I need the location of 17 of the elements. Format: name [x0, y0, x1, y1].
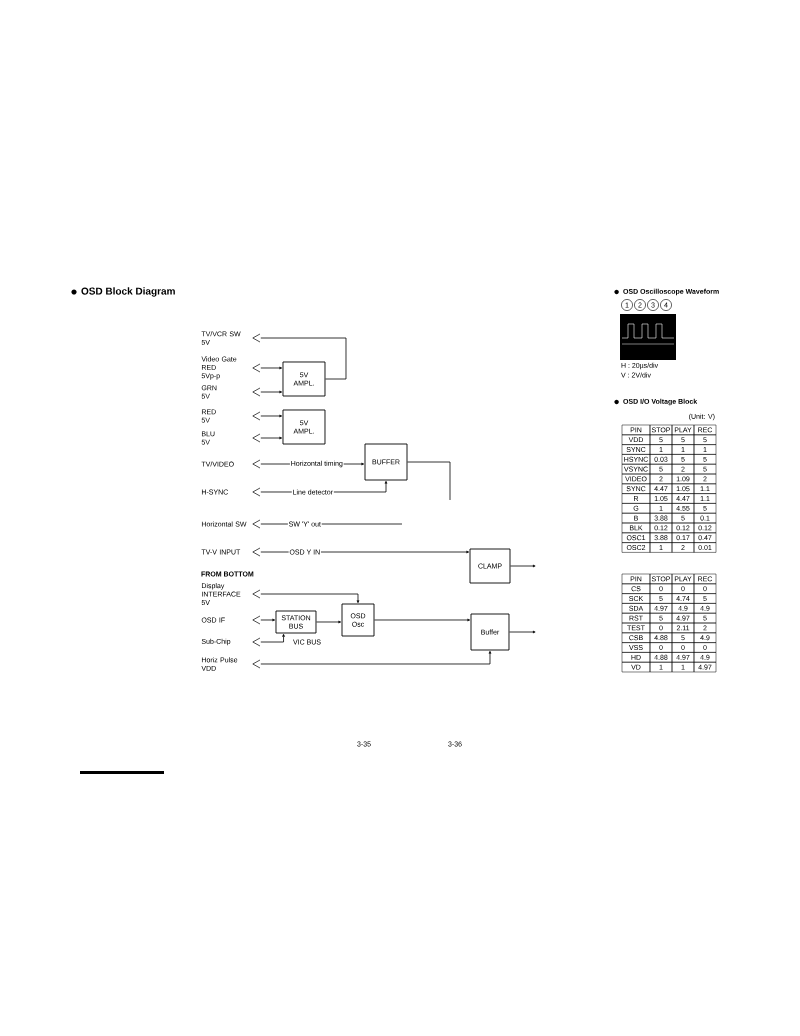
arrow [509, 630, 536, 634]
arrow [260, 550, 470, 554]
arrow [260, 633, 285, 643]
signal-line [260, 337, 347, 380]
arrow [260, 414, 283, 418]
arrow [260, 366, 283, 370]
arrow [260, 618, 276, 622]
signal-line [407, 461, 451, 501]
signal-line [260, 523, 403, 525]
arrow [260, 390, 283, 394]
arrow [260, 650, 492, 665]
arrow [510, 564, 536, 568]
arrow [260, 593, 360, 604]
arrow [260, 436, 283, 440]
arrow [260, 480, 388, 493]
arrow [316, 620, 342, 624]
arrow [374, 618, 471, 622]
